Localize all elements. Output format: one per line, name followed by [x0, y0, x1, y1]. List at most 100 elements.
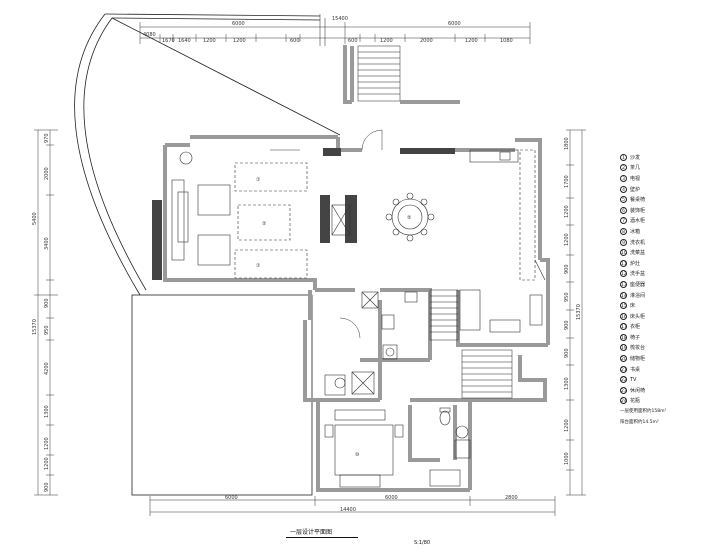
- top-dim-inner-10: 1200: [465, 38, 478, 44]
- left-dim-inner-6: 4200: [44, 362, 50, 375]
- legend-item-number: 9: [620, 238, 627, 246]
- left-dim-inner-4: 900: [44, 298, 50, 308]
- left-dim-inner-7: 1300: [44, 405, 50, 418]
- right-dimension-lines: [566, 129, 586, 496]
- legend-item-number: 23: [620, 386, 627, 394]
- legend-item-number: 8: [620, 227, 627, 235]
- right-dim-1: 1800: [564, 137, 570, 150]
- legend-item-number: 24: [620, 397, 627, 405]
- legend-item-number: 6: [620, 206, 627, 214]
- drawing-scale: S:1/80: [414, 540, 431, 546]
- legend-item-label: 电视: [630, 175, 641, 182]
- right-dim-11: 1000: [564, 452, 570, 465]
- legend-item-number: 18: [620, 333, 627, 341]
- balcony-area: [131, 294, 313, 496]
- central-stair: [429, 289, 513, 399]
- fireplace: [331, 204, 351, 236]
- legend-item-number: 20: [620, 355, 627, 363]
- room-label-2: ②: [262, 221, 267, 227]
- bottom-dim-2: 6000: [385, 495, 398, 501]
- legend-item-number: 4: [620, 185, 627, 193]
- bottom-dim-1: 6000: [225, 495, 238, 501]
- legend-item-number: 13: [620, 280, 627, 288]
- walls: [163, 45, 550, 492]
- legend-item-number: 11: [620, 259, 627, 267]
- left-dim-inner-3: 3400: [44, 237, 50, 250]
- wall-accents: [152, 148, 455, 280]
- top-dim-inner-9: 2000: [420, 38, 433, 44]
- legend-note1: 一层使用面积约158m²: [620, 409, 667, 415]
- room-label-1a: ①: [256, 177, 261, 183]
- left-dim-inner-8: 1200: [44, 437, 50, 450]
- legend-note2: 阳台面积约14.5m²: [620, 420, 659, 426]
- legend-item-label: 床: [630, 303, 636, 310]
- bottom-dim-3: 2800: [505, 495, 518, 501]
- legend-item-label: 炉灶: [630, 260, 641, 267]
- top-dim-inner-7: 600: [348, 38, 358, 44]
- top-dim-inner-5: 1200: [233, 38, 246, 44]
- legend-item-number: 10: [620, 249, 627, 257]
- right-dim-7: 900: [564, 320, 570, 330]
- legend-item-label: 储物柜: [630, 356, 646, 363]
- room-label-15: ⑩: [355, 452, 360, 458]
- legend-item-number: 22: [620, 376, 627, 384]
- left-dim-inner-10: 900: [44, 482, 50, 492]
- legend-item-label: 梳妆台: [630, 345, 646, 352]
- left-dim-outer-1: 5400: [32, 212, 38, 225]
- legend-item-number: 7: [620, 217, 627, 225]
- legend-item-number: 21: [620, 365, 627, 373]
- right-dim-4: 1200: [564, 233, 570, 246]
- legend-item-number: 5: [620, 196, 627, 204]
- legend-item-number: 12: [620, 270, 627, 278]
- room-label-1b: ①: [256, 263, 261, 269]
- drawing-caption: 一层设计平面图: [290, 529, 333, 536]
- left-dim-inner-9: 1200: [44, 457, 50, 470]
- top-dim-small: 15400: [332, 16, 348, 22]
- top-dim-3: 6000: [448, 21, 461, 27]
- legend-item-label: 酒水柜: [630, 218, 646, 225]
- legend-item-label: 茶几: [630, 165, 641, 172]
- legend-item-label: 衣柜: [630, 324, 641, 331]
- legend-item-number: 17: [620, 323, 627, 331]
- right-dim-10: 1200: [564, 419, 570, 432]
- right-dim-6: 950: [564, 292, 570, 302]
- study: [324, 371, 375, 396]
- legend-item-number: 1: [620, 153, 627, 161]
- bottom-dim-total: 14400: [340, 507, 356, 513]
- legend-item-label: TV: [630, 376, 637, 383]
- left-dim-inner-5: 950: [44, 325, 50, 335]
- top-dim-1: 6000: [232, 21, 245, 27]
- legend-item-number: 19: [620, 344, 627, 352]
- caption-underline: [286, 537, 358, 538]
- room-label-5: ⑤: [407, 215, 411, 221]
- bedroom-door: [339, 317, 361, 339]
- legend-item-label: 餐桌椅: [630, 197, 646, 204]
- legend-item-label: 壁炉: [630, 186, 641, 193]
- right-dim-9: 1300: [564, 377, 570, 390]
- legend-item-number: 3: [620, 174, 627, 182]
- right-dim-3: 1200: [564, 205, 570, 218]
- legend-item-label: 洗衣机: [630, 239, 646, 246]
- legend-item-label: 花瓶: [630, 398, 641, 405]
- bathroom-upper: [361, 291, 418, 360]
